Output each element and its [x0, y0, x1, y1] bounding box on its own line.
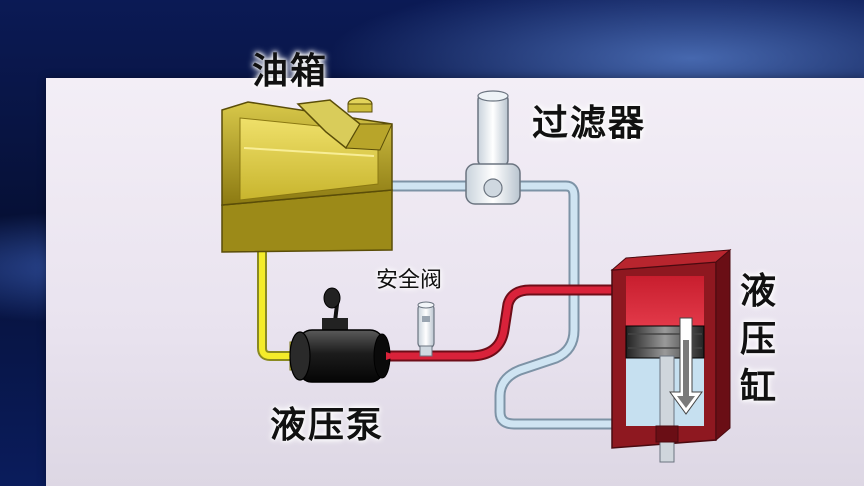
return-pipe — [386, 180, 618, 430]
pump-label: 液压泵 — [270, 405, 385, 446]
cylinder-label: 液压缸 — [739, 271, 776, 408]
suction-pipe — [257, 248, 292, 361]
filter — [465, 90, 521, 205]
pressure-pipe — [384, 284, 626, 362]
tank-label: 油箱 — [252, 51, 329, 92]
hydraulic-cylinder — [610, 248, 732, 463]
hydraulic-pump — [289, 287, 398, 383]
safety-valve-label: 安全阀 — [376, 268, 443, 293]
filter-label: 过滤器 — [532, 103, 647, 144]
oil-tank — [221, 97, 393, 253]
safety-valve — [417, 301, 435, 357]
